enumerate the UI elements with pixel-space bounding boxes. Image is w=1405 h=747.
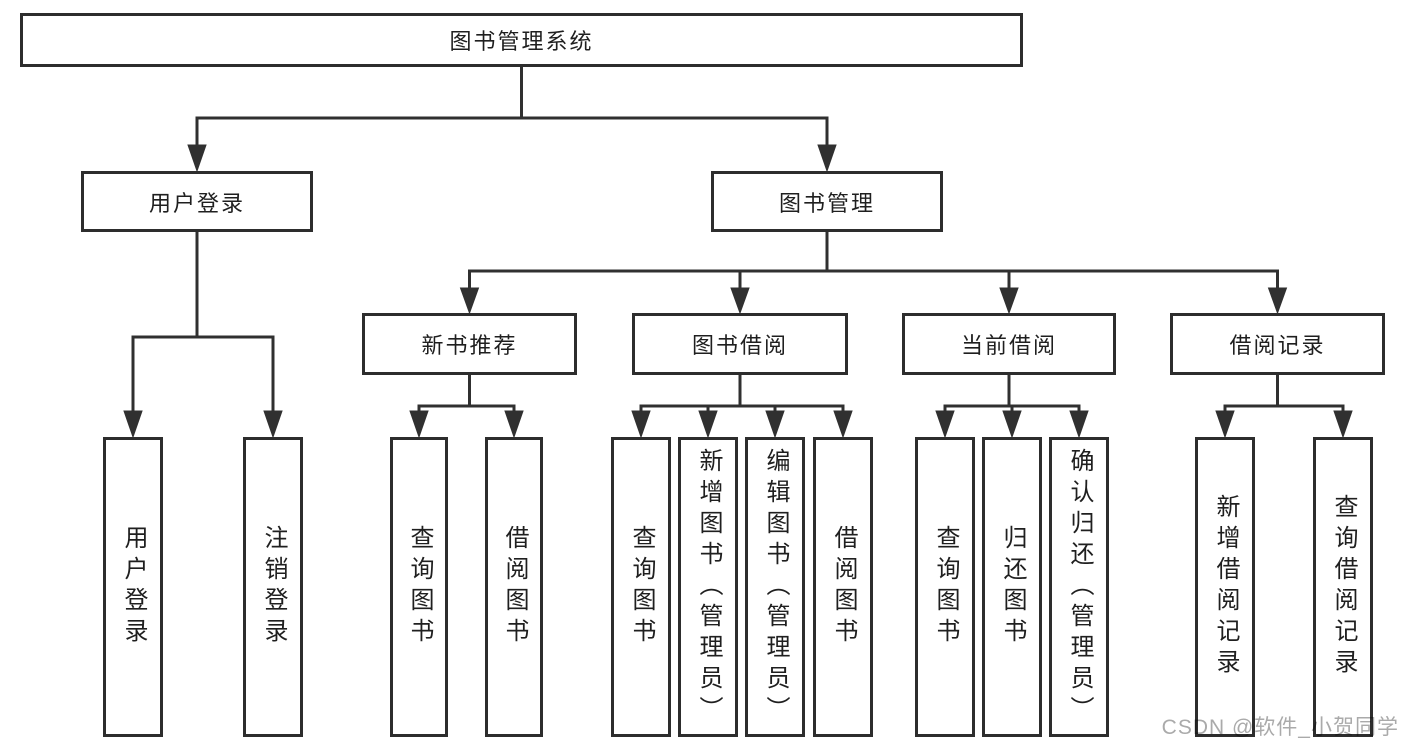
branch-user-login xyxy=(123,232,283,439)
leaf-add-books-admin: 新增图书（管理员） xyxy=(678,437,738,737)
branch-book-mgmt-to-level3 xyxy=(459,232,1288,315)
leaf-query-books-3: 查询图书 xyxy=(915,437,975,737)
leaf-return-books: 归还图书 xyxy=(982,437,1042,737)
node-book-borrow: 图书借阅 xyxy=(632,313,848,375)
leaf-query-borrow-record: 查询借阅记录 xyxy=(1313,437,1373,737)
leaf-query-books-1: 查询图书 xyxy=(390,437,448,737)
leaf-borrow-books-2: 借阅图书 xyxy=(813,437,873,737)
node-new-book-recommend: 新书推荐 xyxy=(362,313,577,375)
branch-root-to-level2 xyxy=(187,67,837,173)
leaf-query-books-2: 查询图书 xyxy=(611,437,671,737)
branch-current-borrow xyxy=(935,375,1089,439)
leaf-user-login: 用户登录 xyxy=(103,437,163,737)
branch-borrow-records xyxy=(1215,375,1353,439)
leaf-add-borrow-record: 新增借阅记录 xyxy=(1195,437,1255,737)
leaf-logout: 注销登录 xyxy=(243,437,303,737)
branch-new-book-recommend xyxy=(409,375,524,439)
node-current-borrow: 当前借阅 xyxy=(902,313,1116,375)
node-borrow-records: 借阅记录 xyxy=(1170,313,1385,375)
node-library-system: 图书管理系统 xyxy=(20,13,1023,67)
leaf-borrow-books-1: 借阅图书 xyxy=(485,437,543,737)
node-user-login: 用户登录 xyxy=(81,171,313,232)
csdn-watermark: CSDN @软件_小贺同学 xyxy=(1161,716,1399,739)
leaf-edit-books-admin: 编辑图书（管理员） xyxy=(745,437,805,737)
leaf-confirm-return-admin: 确认归还（管理员） xyxy=(1049,437,1109,737)
node-book-management: 图书管理 xyxy=(711,171,943,232)
branch-book-borrow xyxy=(631,375,853,439)
